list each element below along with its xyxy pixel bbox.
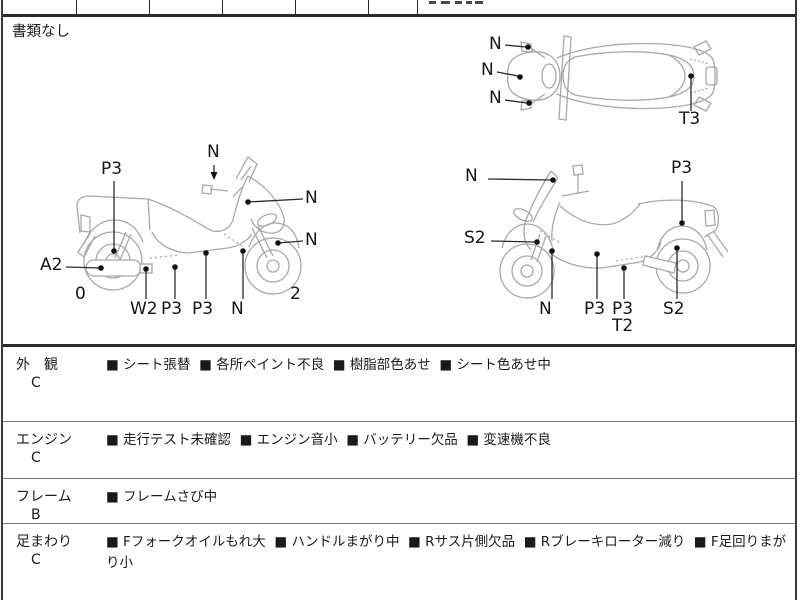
section-grade: C <box>31 552 41 568</box>
marker-label: N <box>207 142 220 162</box>
section-comments: ■ シート張替 ■ 各所ペイント不良 ■ 樹脂部色あせ ■ シート色あせ中 <box>106 357 551 373</box>
inspection-table: 外 観 C ■ シート張替 ■ 各所ペイント不良 ■ 樹脂部色あせ ■ シート色… <box>3 347 795 600</box>
section-grade: B <box>31 507 41 523</box>
marker-label: W2 <box>130 299 158 319</box>
marker-label: N <box>489 34 502 54</box>
header-divider <box>295 0 296 14</box>
marker-label: N <box>305 230 318 250</box>
marker-label: N <box>305 188 318 208</box>
header-divider <box>149 0 150 14</box>
marker-label: N <box>465 166 478 186</box>
marker-label: N <box>231 299 244 319</box>
marker-label: P3 <box>192 299 214 319</box>
marker-label: P3 <box>584 299 606 319</box>
marker-label: N <box>481 60 494 80</box>
clipped-text-fragment <box>441 1 450 4</box>
section-comments: ■ Fフォークオイルもれ大 ■ ハンドルまがり中 ■ Rサス片側欠品 ■ Rブレ… <box>106 534 787 571</box>
section-comments: ■ 走行テスト未確認 ■ エンジン音小 ■ バッテリー欠品 ■ 変速機不良 <box>106 432 551 448</box>
inspection-row: フレーム B ■ フレームさび中 <box>3 478 795 523</box>
marker-label: P3 <box>161 299 183 319</box>
marker-label: N <box>539 299 552 319</box>
section-grade: C <box>31 450 41 466</box>
header-divider <box>76 0 77 14</box>
marker-label: 2 <box>290 284 301 304</box>
marker-label: N <box>489 88 502 108</box>
clipped-text-fragment <box>429 1 436 4</box>
inspection-row: 足まわり C ■ Fフォークオイルもれ大 ■ ハンドルまがり中 ■ Rサス片側欠… <box>3 523 795 600</box>
cutoff-header-row <box>3 0 795 17</box>
clipped-text-fragment <box>466 1 472 4</box>
header-divider <box>222 0 223 14</box>
section-label: 外 観 <box>16 357 58 373</box>
marker-label: P3 <box>671 158 693 178</box>
inspection-row: エンジン C ■ 走行テスト未確認 ■ エンジン音小 ■ バッテリー欠品 ■ 変… <box>3 421 795 478</box>
inspection-row: 外 観 C ■ シート張替 ■ 各所ペイント不良 ■ 樹脂部色あせ ■ シート色… <box>3 347 795 421</box>
section-label: フレーム <box>16 489 72 505</box>
marker-label: P3 <box>101 159 123 179</box>
marker-label: S2 <box>663 299 685 319</box>
header-divider <box>417 0 418 14</box>
marker-label: 0 <box>75 284 86 304</box>
marker-label: A2 <box>40 255 63 275</box>
section-label: エンジン <box>16 432 72 448</box>
section-comments: ■ フレームさび中 <box>106 489 218 505</box>
marker-label: S2 <box>464 228 486 248</box>
section-grade: C <box>31 375 41 391</box>
document-status-note: 書類なし <box>12 24 70 40</box>
clipped-text-fragment <box>455 1 462 4</box>
diagram-section: 書類なし <box>3 17 795 347</box>
marker-label: T2 <box>612 316 634 336</box>
section-label: 足まわり <box>16 534 72 550</box>
marker-label: P3 <box>612 299 634 319</box>
clipped-text-fragment <box>475 1 483 4</box>
marker-label: T3 <box>679 109 701 129</box>
header-divider <box>368 0 369 14</box>
